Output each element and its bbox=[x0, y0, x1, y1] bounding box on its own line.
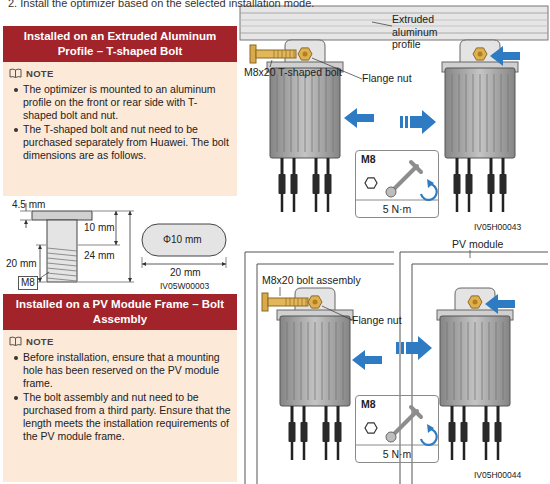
note-heading: NOTE bbox=[26, 67, 54, 80]
dimension-line bbox=[142, 264, 226, 265]
figure-id: IV05H00044 bbox=[474, 470, 521, 480]
thread-lines bbox=[47, 248, 77, 281]
part-label: Flange nut bbox=[352, 314, 402, 327]
note-icon bbox=[9, 68, 22, 79]
module-frame bbox=[245, 252, 394, 484]
part-label: M8x20 T-shaped bolt bbox=[244, 66, 342, 79]
note-box: NOTE Before installation, ensure that a m… bbox=[3, 330, 237, 482]
note-bullet: The optimizer is mounted to an aluminum … bbox=[7, 83, 231, 122]
book-spine bbox=[15, 70, 16, 78]
note-icon bbox=[9, 336, 22, 347]
note-bullet: The T-shaped bolt and nut need to be pur… bbox=[7, 123, 231, 162]
bolt-assembly bbox=[262, 293, 308, 311]
thread-label: M8 bbox=[18, 276, 38, 290]
torque-tool bbox=[355, 162, 439, 200]
part-label: M8x20 bolt assembly bbox=[262, 274, 361, 287]
extension-line bbox=[20, 211, 31, 220]
optimizer bbox=[437, 288, 513, 460]
figure-id: IV05W00003 bbox=[160, 281, 209, 291]
note-header: NOTE bbox=[9, 67, 231, 80]
part-label: Extruded aluminum profile bbox=[392, 13, 456, 51]
dimension-label: Φ10 mm bbox=[163, 234, 202, 246]
section-banner: Installed on an Extruded Aluminum Profil… bbox=[3, 26, 237, 62]
extension-line bbox=[142, 257, 226, 268]
leader-line bbox=[372, 22, 392, 26]
module-frame bbox=[257, 264, 394, 484]
dimension-label: 24 mm bbox=[84, 250, 115, 262]
push-arrow bbox=[344, 108, 374, 128]
step-title: 2. Install the optimizer based on the se… bbox=[8, 0, 314, 10]
dimension-line bbox=[116, 211, 117, 245]
dimension-line bbox=[130, 211, 131, 282]
bolt-size: M8 bbox=[361, 398, 376, 410]
torque-callout: M8 5 N·m bbox=[355, 395, 439, 463]
flange-nut bbox=[473, 48, 487, 60]
dimension-label: 20 mm bbox=[6, 258, 37, 270]
section-banner: Installed on a PV Module Frame – Bolt As… bbox=[3, 294, 237, 330]
book-outline bbox=[10, 337, 21, 345]
leader-line bbox=[36, 272, 49, 281]
book-outline bbox=[10, 69, 21, 77]
leader-line bbox=[270, 60, 272, 67]
dimension-label: 4.5 mm bbox=[12, 199, 45, 211]
sequence-arrow bbox=[396, 336, 432, 360]
module-frame bbox=[412, 264, 548, 484]
banner-text: Installed on a PV Module Frame – Bolt As… bbox=[7, 297, 233, 327]
torque-callout: M8 5 N·m bbox=[355, 150, 439, 218]
sequence-arrow bbox=[400, 110, 436, 134]
torque-value: 5 N·m bbox=[356, 448, 438, 460]
push-arrow bbox=[352, 350, 382, 370]
note-heading: NOTE bbox=[26, 335, 54, 348]
torque-tool bbox=[355, 407, 439, 445]
flange-nut bbox=[298, 48, 312, 60]
figure-id: IV05H00043 bbox=[474, 222, 521, 232]
bolt-head-side bbox=[32, 211, 92, 220]
push-arrow bbox=[485, 294, 515, 314]
leader-line bbox=[470, 250, 471, 258]
torque-value: 5 N·m bbox=[356, 203, 438, 215]
leader-line bbox=[280, 287, 281, 296]
dimension-line bbox=[40, 245, 41, 282]
note-bullet: Before installation, ensure that a mount… bbox=[7, 351, 231, 390]
leader-line bbox=[322, 306, 352, 320]
bolt-shank-side bbox=[47, 220, 77, 282]
push-arrow bbox=[490, 46, 520, 66]
dimension-label: 10 mm bbox=[84, 222, 115, 234]
optimizer bbox=[267, 40, 343, 212]
bolt-size: M8 bbox=[361, 153, 376, 165]
module-frame bbox=[400, 252, 548, 484]
part-label: PV module bbox=[452, 238, 503, 251]
flange-nut bbox=[468, 296, 482, 308]
banner-text: Installed on an Extruded Aluminum Profil… bbox=[7, 29, 233, 59]
t-bolt bbox=[250, 45, 296, 63]
part-label: Flange nut bbox=[362, 72, 412, 85]
optimizer bbox=[442, 40, 518, 212]
bolt-head-top bbox=[142, 224, 226, 256]
note-box: NOTE The optimizer is mounted to an alumi… bbox=[3, 62, 237, 196]
dimension-label: 20 mm bbox=[170, 267, 201, 279]
book-spine bbox=[15, 338, 16, 346]
note-header: NOTE bbox=[9, 335, 231, 348]
flange-nut bbox=[308, 296, 322, 308]
extension-line bbox=[78, 211, 134, 282]
note-bullet: The bolt assembly and nut need to be pur… bbox=[7, 391, 231, 443]
optimizer bbox=[277, 288, 353, 460]
